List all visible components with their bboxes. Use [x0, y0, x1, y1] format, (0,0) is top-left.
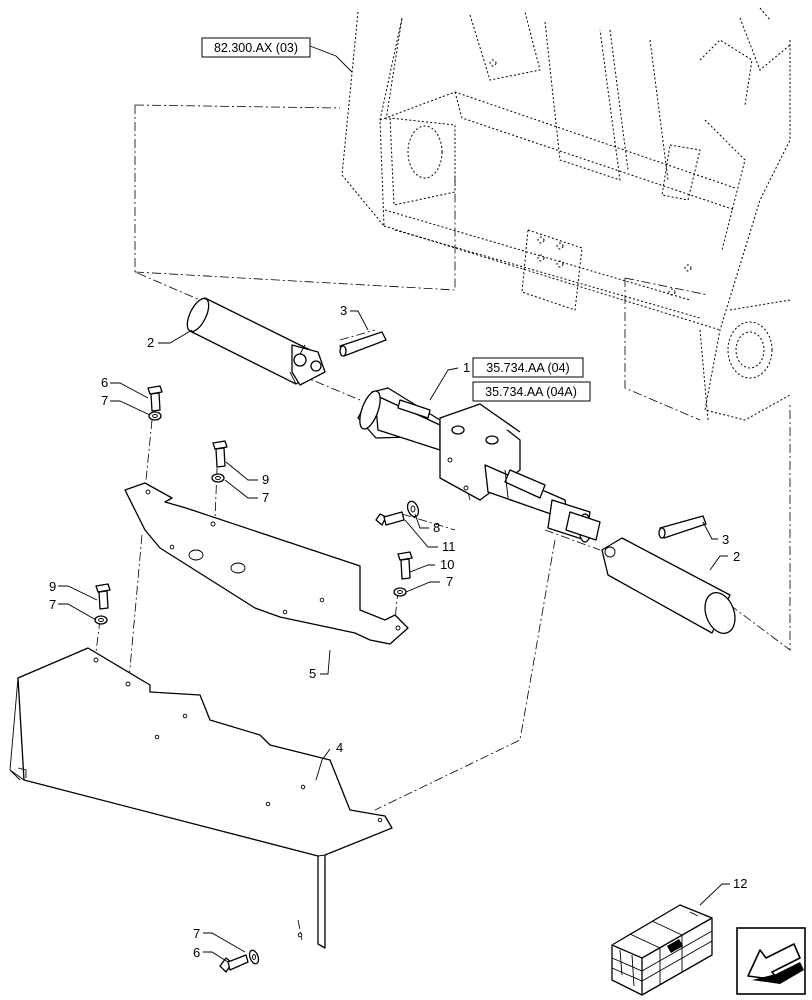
bracket-plate [124, 482, 409, 645]
hardware [94, 385, 420, 973]
callout-6-upper: 6 [101, 375, 108, 390]
callout-7-c: 7 [446, 574, 453, 589]
callout-4: 4 [336, 740, 343, 755]
callouts: 1 2 2 3 3 4 5 6 6 7 7 7 7 7 8 9 9 10 11 … [49, 303, 747, 960]
callout-8: 8 [433, 520, 440, 535]
reference-cylinder-a[interactable]: 35.734.AA (04) [472, 357, 584, 378]
roll-pin-upper [339, 331, 387, 357]
callout-2-lower: 2 [733, 549, 740, 564]
callout-3-lower: 3 [722, 532, 729, 547]
reference-frame[interactable]: 82.300.AX (03) [201, 37, 311, 58]
callout-10: 10 [440, 557, 454, 572]
callout-9-upper: 9 [262, 472, 269, 487]
reference-cylinder-b-label: 35.734.AA (04A) [485, 385, 577, 399]
roll-pin-lower [658, 515, 707, 539]
reference-cylinder-b[interactable]: 35.734.AA (04A) [472, 381, 591, 402]
callout-7-a: 7 [101, 393, 108, 408]
callout-7-d: 7 [49, 597, 56, 612]
leader-lines [58, 45, 730, 963]
callout-7-e: 7 [193, 926, 200, 941]
machine-frame-outline [341, 7, 791, 421]
reference-cylinder-a-label: 35.734.AA (04) [486, 361, 569, 375]
hydraulic-cylinder [357, 387, 601, 543]
shield-plate [9, 647, 393, 949]
reference-frame-label: 82.300.AX (03) [214, 41, 298, 55]
alignment-lines [94, 104, 791, 941]
callout-2-upper: 2 [147, 335, 154, 350]
callout-1: 1 [463, 360, 470, 375]
callout-9-lower: 9 [49, 579, 56, 594]
callout-3-upper: 3 [340, 303, 347, 318]
callout-12: 12 [733, 876, 747, 891]
previous-arrow-icon[interactable] [736, 927, 806, 995]
callout-11: 11 [442, 539, 456, 554]
pin-lower [601, 537, 736, 634]
callout-7-b: 7 [262, 490, 269, 505]
pin-upper [186, 297, 326, 386]
callout-5: 5 [309, 666, 316, 681]
callout-6-lower: 6 [193, 945, 200, 960]
kit-crate-icon [611, 904, 713, 996]
